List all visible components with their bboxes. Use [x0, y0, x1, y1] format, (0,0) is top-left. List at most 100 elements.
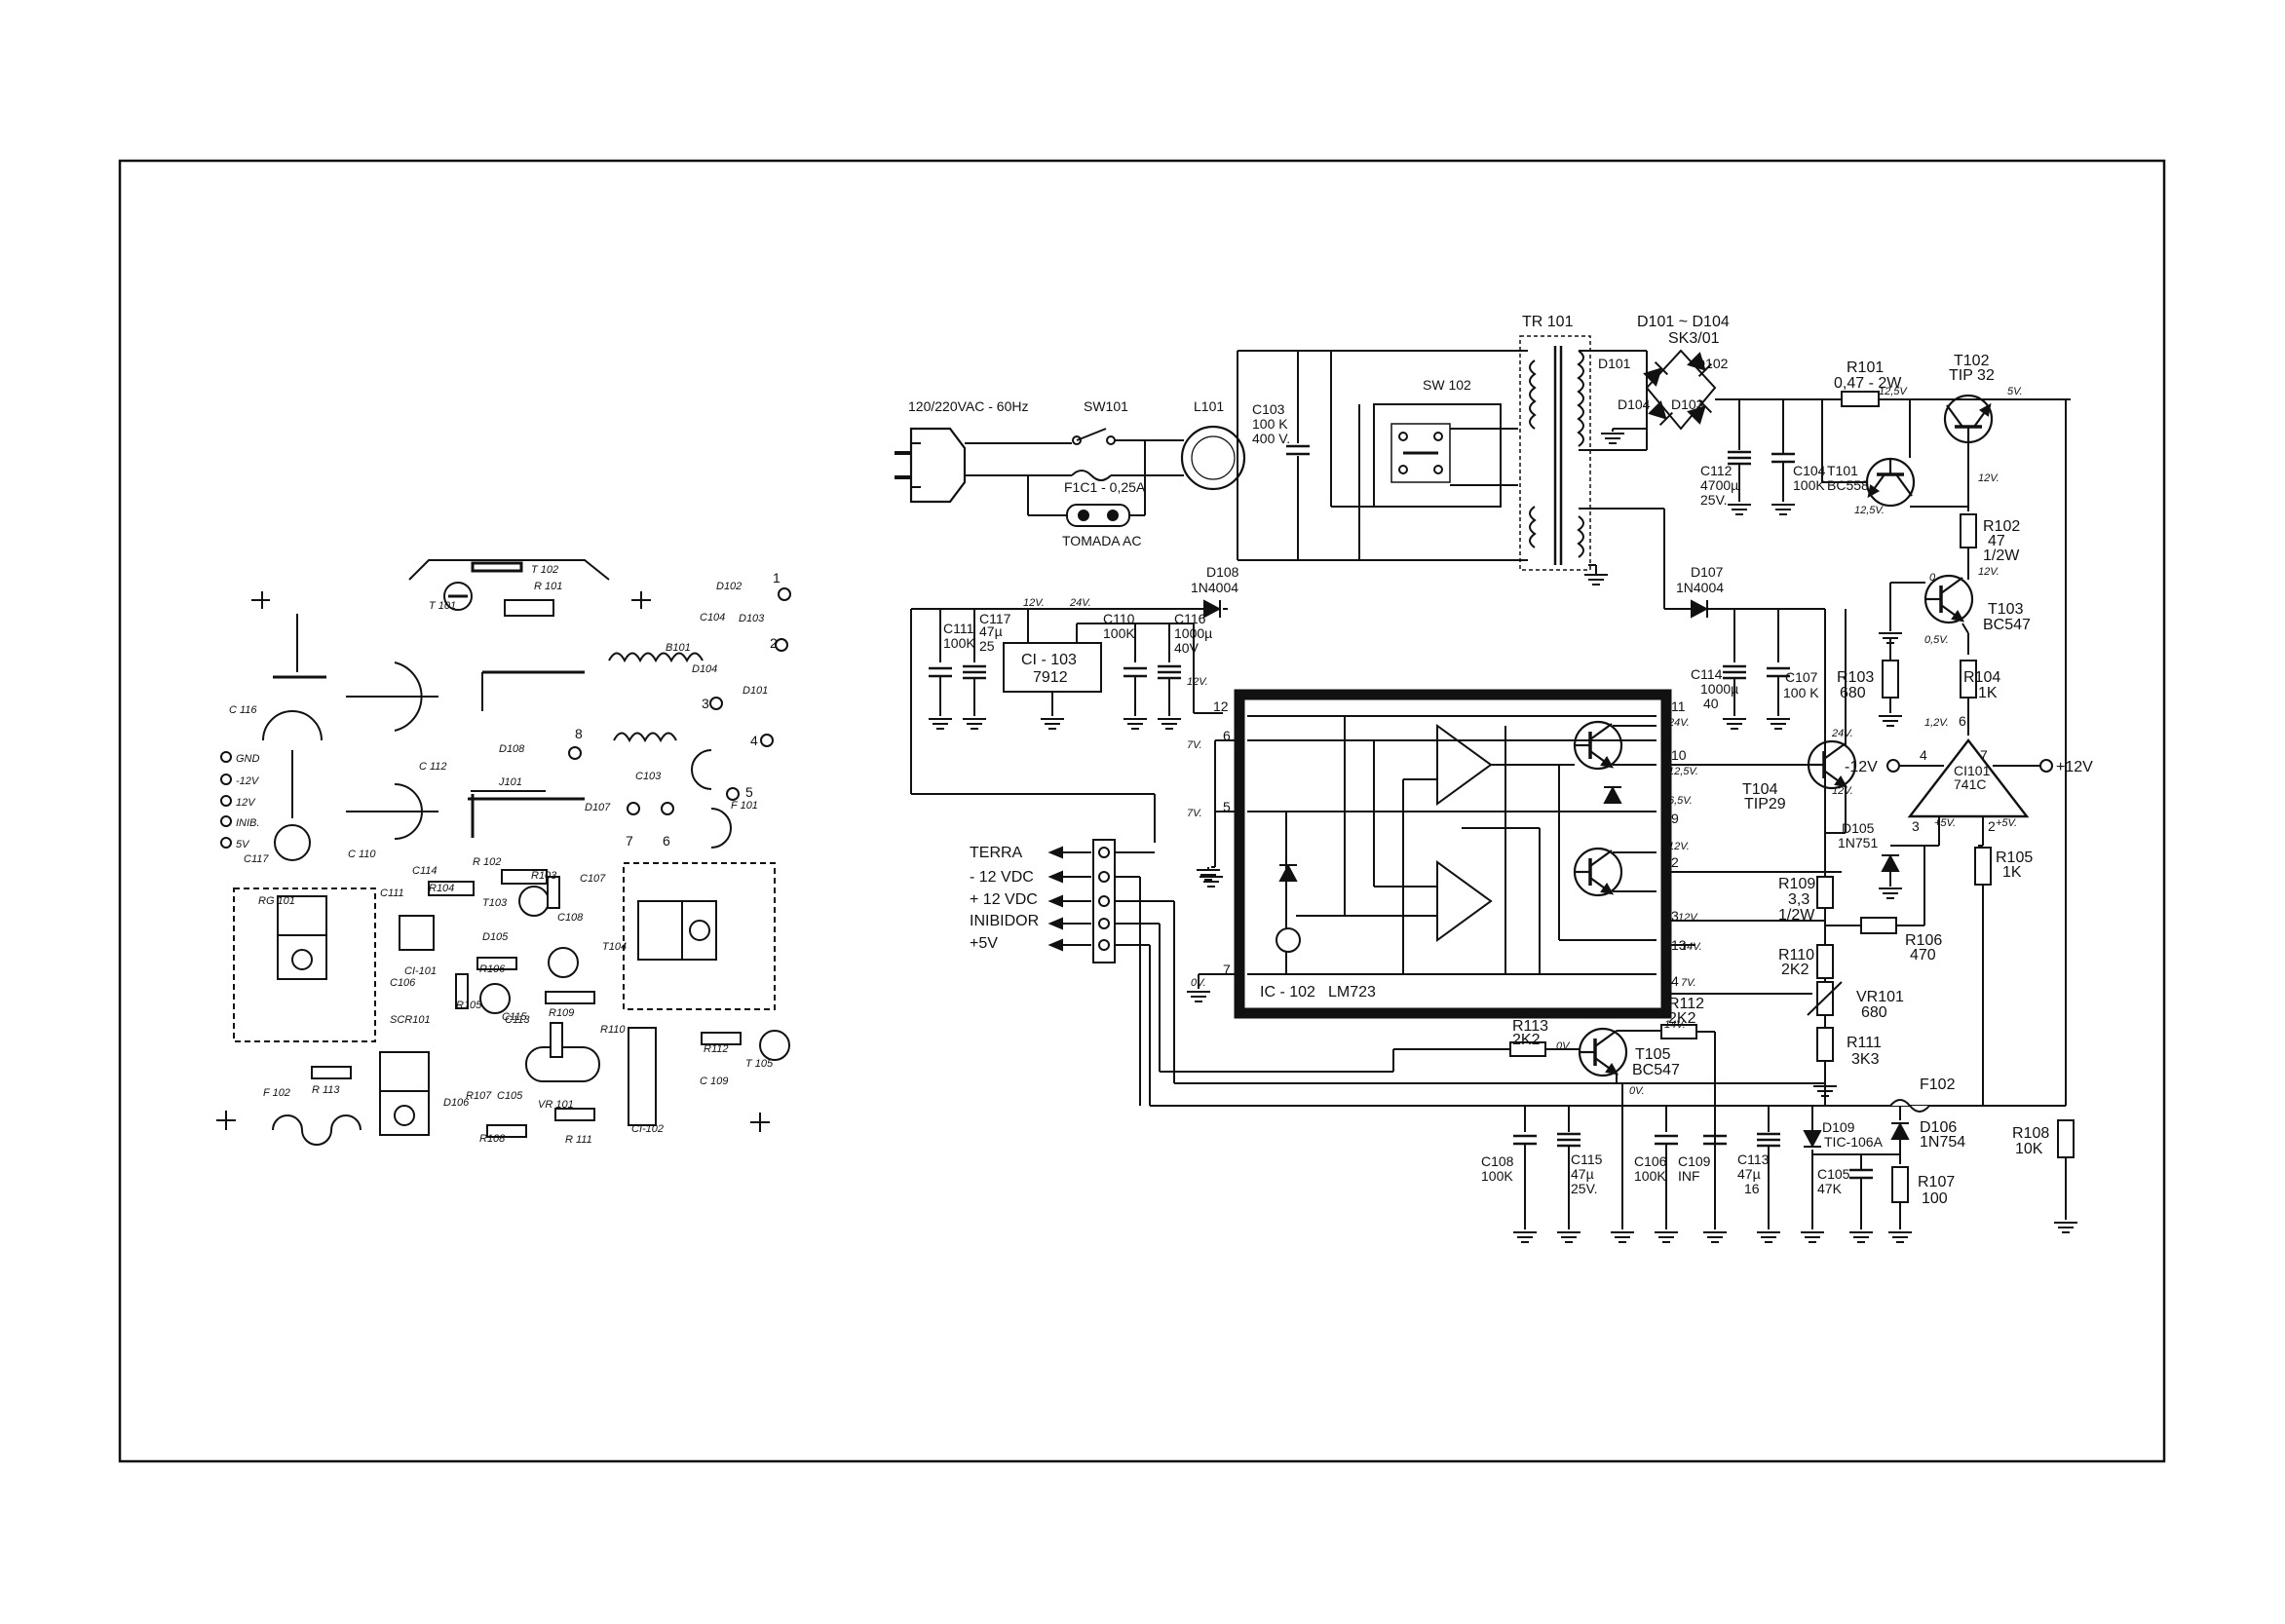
c113-label: C113 — [1737, 1152, 1770, 1167]
c113-value: 47µ — [1737, 1166, 1761, 1182]
transformer-tr101 — [1519, 335, 1591, 571]
c108-value: 100K — [1481, 1168, 1513, 1184]
c105-label: C105 — [1817, 1166, 1850, 1182]
scr-d109 — [1803, 1130, 1822, 1148]
pcb-terminal-label: 5V — [236, 839, 250, 850]
pcb-component-label: D103 — [739, 613, 765, 624]
c107-label: C107 — [1785, 669, 1818, 685]
pcb-component-label: SCR101 — [390, 1014, 431, 1026]
voltage-annotation: 12V. — [1978, 472, 1999, 484]
bridge-part: SK3/01 — [1668, 330, 1720, 347]
bc547-label: BC547 — [1983, 617, 2031, 633]
pcb-component-label: R 113 — [312, 1084, 340, 1096]
pcb-component-label: D104 — [692, 663, 717, 675]
ic-pin-left: 6 — [1223, 728, 1231, 743]
voltage-annotation: +5V. — [1996, 817, 2017, 829]
pcb-component-label: R103 — [531, 870, 557, 882]
d105-value: 1N751 — [1838, 835, 1878, 850]
pcb-component-label: CI-101 — [404, 965, 437, 977]
pcb-component-label: C 110 — [348, 849, 376, 860]
ic-voltage-right: 12V. — [1678, 912, 1699, 924]
pcb-component-label: D101 — [743, 685, 768, 697]
lm723-label: LM723 — [1328, 984, 1376, 1001]
voltage-selector-sw102 — [1373, 403, 1502, 508]
t104-label: T104 — [1742, 781, 1778, 798]
resistor-r107 — [1891, 1166, 1909, 1203]
c104-value: 100K — [1793, 477, 1825, 493]
connector-pin-label: INIBIDOR — [970, 913, 1039, 929]
voltage-annotation: 12,5V — [1879, 386, 1908, 397]
r108-label: R108 — [2012, 1125, 2049, 1142]
circuit-schematic — [895, 335, 2078, 1243]
d109-label: D109 — [1822, 1119, 1855, 1135]
pcb-component-label: F 101 — [731, 800, 758, 812]
ic-pin-left: 5 — [1223, 799, 1231, 814]
r102-value: 47 — [1988, 533, 2005, 549]
pcb-component-label: C107 — [580, 873, 606, 885]
t101-label: T101 — [1827, 463, 1858, 478]
resistor-r101 — [1841, 391, 1880, 407]
r112-value: 2K2 — [1668, 1010, 1696, 1027]
pcb-component-label: R112 — [704, 1043, 728, 1055]
bridge-rectifier — [1600, 349, 1717, 444]
vr101-label: VR101 — [1856, 989, 1904, 1005]
ic-pin-left: 7 — [1223, 962, 1231, 977]
resistor-r110 — [1816, 944, 1834, 979]
r104-label: R104 — [1963, 669, 2000, 686]
bc558-label: BC558 — [1827, 477, 1869, 493]
r101-label: R101 — [1847, 359, 1884, 376]
bridge-title: D101 ~ D104 — [1637, 314, 1730, 330]
voltage-annotation: 12V. — [1023, 597, 1045, 609]
c103-voltage: 400 V. — [1252, 431, 1290, 446]
bc547-t105-label: BC547 — [1632, 1062, 1680, 1078]
pcb-component-label: R109 — [549, 1007, 574, 1019]
c113-voltage: 16 — [1744, 1181, 1760, 1196]
connector-pin-label: - 12 VDC — [970, 869, 1034, 886]
zener-d105 — [1881, 854, 1900, 872]
pcb-pad-number: 1 — [773, 570, 781, 585]
ic-voltage-right: 12V. — [1668, 841, 1690, 852]
r108-value: 10K — [2015, 1141, 2043, 1157]
transistor-t102 — [1943, 394, 1994, 444]
c117-value: 47µ — [979, 623, 1003, 639]
d108-value: 1N4004 — [1191, 580, 1238, 595]
pcb-component-label: R110 — [600, 1024, 626, 1036]
r102-label: R102 — [1983, 518, 2020, 535]
pcb-component-label: B101 — [666, 642, 691, 654]
c107-value: 100 K — [1783, 685, 1819, 700]
r103-label: R103 — [1837, 669, 1874, 686]
sw101-label: SW101 — [1084, 398, 1128, 414]
drawing-frame — [118, 159, 2166, 1463]
r103-value: 680 — [1840, 685, 1866, 701]
d106-label: D106 — [1920, 1119, 1957, 1136]
tr101-label: TR 101 — [1522, 314, 1574, 330]
c115-voltage: 25V. — [1571, 1181, 1598, 1196]
c116-voltage: 40V — [1174, 640, 1200, 656]
resistor-r111 — [1816, 1027, 1834, 1062]
ic-voltage-right: 12,5V. — [1668, 766, 1698, 777]
choke-l101 — [1180, 425, 1246, 491]
resistor-r103 — [1882, 660, 1899, 699]
r101-value: 0,47 - 2W — [1834, 375, 1902, 392]
resistor-r108 — [2057, 1119, 2075, 1158]
c110-value: 100K — [1103, 625, 1135, 641]
pcb-component-label: C111 — [380, 888, 404, 899]
voltage-annotation: +5V. — [1934, 817, 1956, 829]
pcb-component-label: D105 — [482, 931, 509, 943]
r113-value: 2K2 — [1512, 1032, 1541, 1048]
f102-label: F102 — [1920, 1076, 1956, 1093]
ic-pin-right: 11 — [1671, 699, 1686, 714]
ac-outlet — [1066, 504, 1130, 527]
pcb-component-label: T103 — [482, 897, 508, 909]
pcb-component-label: C108 — [557, 912, 584, 924]
c106-value: 100K — [1634, 1168, 1666, 1184]
voltage-annotation: 12,5V. — [1854, 505, 1885, 516]
opamp-ci101 — [1907, 738, 2030, 818]
c117-voltage: 25 — [979, 638, 995, 654]
voltage-annotation: 0,5V. — [1924, 634, 1949, 646]
ic-pin-right: 2 — [1671, 854, 1679, 870]
pcb-component-label: C103 — [635, 771, 662, 782]
